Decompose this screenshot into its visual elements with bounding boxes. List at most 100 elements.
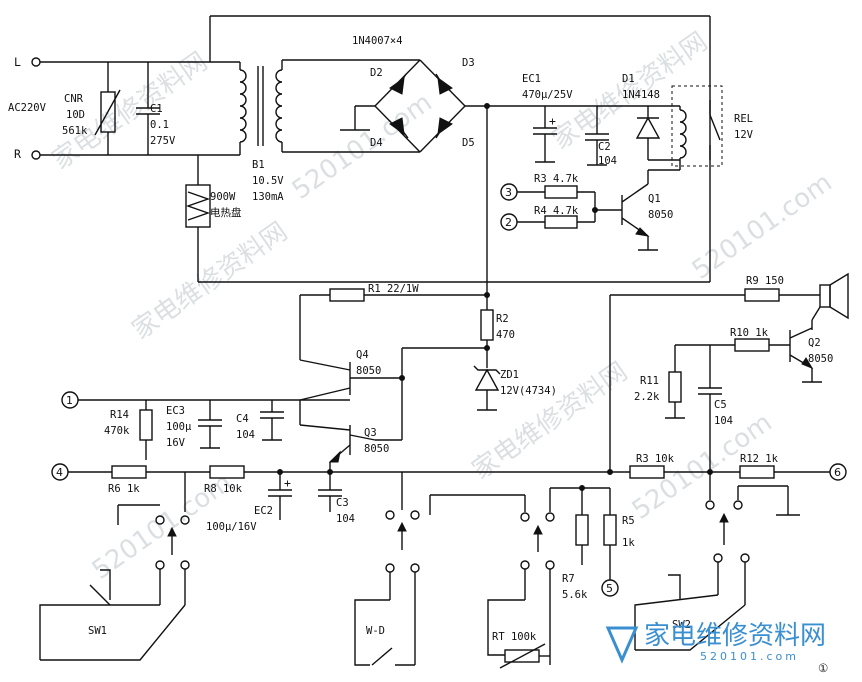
label-r3-top: R3 4.7k (534, 173, 579, 185)
label-ec1-value: 470μ/25V (522, 89, 573, 101)
label-q1-type: 8050 (648, 209, 673, 221)
brand-site: 520101.com (700, 650, 799, 663)
label-l: L (14, 55, 21, 69)
input-filter (139, 400, 284, 460)
label-ec1: EC1 (522, 73, 541, 85)
svg-text:+: + (284, 476, 291, 490)
label-r11: R11 (640, 375, 659, 387)
brand-logo: 家电维修资料网 520101.com (605, 621, 826, 664)
labels-layer: L R AC220V CNR 10D 561k C1 0.1 275V B1 1… (8, 35, 841, 675)
label-ec3-value: 100μ (166, 421, 192, 433)
label-c5-value: 104 (714, 415, 733, 427)
thermistor-section (487, 485, 619, 669)
label-r12: R12 1k (740, 453, 779, 465)
label-q2: Q2 (808, 337, 821, 349)
label-rt: RT 100k (492, 631, 537, 643)
mains-input (31, 57, 710, 283)
label-d3: D3 (462, 57, 475, 69)
label-r5: R5 (622, 515, 635, 527)
label-heater-power: 900W (210, 191, 236, 203)
label-r10: R10 1k (730, 327, 769, 339)
label-q4: Q4 (356, 349, 369, 361)
label-r7: R7 (562, 573, 575, 585)
terminal-4: 4 (56, 466, 63, 479)
label-r2-value: 470 (496, 329, 515, 341)
terminal-2: 2 (505, 216, 512, 229)
relay-section: + (533, 85, 723, 182)
label-c4-value: 104 (236, 429, 255, 441)
brand-name: 家电维修资料网 (644, 621, 826, 651)
label-rel: REL (734, 113, 753, 125)
label-d2: D2 (370, 67, 383, 79)
svg-text:家电维修资料网: 家电维修资料网 (467, 357, 633, 486)
buzzer-section (609, 272, 849, 472)
terminal-1: 1 (66, 394, 73, 407)
label-q4-type: 8050 (356, 365, 381, 377)
label-b1: B1 (252, 159, 265, 171)
label-cnr-10d: 10D (66, 109, 85, 121)
label-bridge: 1N4007×4 (352, 35, 403, 47)
label-q3-type: 8050 (364, 443, 389, 455)
label-zd1-value: 12V(4734) (500, 385, 557, 397)
figure-number: ① (818, 661, 828, 675)
wd-switch (354, 472, 525, 666)
label-d1-value: 1N4148 (622, 89, 660, 101)
label-ec2-value: 100μ/16V (206, 521, 257, 533)
label-q1: Q1 (648, 193, 661, 205)
terminal-5: 5 (606, 582, 613, 595)
label-c4: C4 (236, 413, 249, 425)
label-c3-value: 104 (336, 513, 355, 525)
label-r11-value: 2.2k (634, 391, 660, 403)
label-heater-name: 电热盘 (210, 206, 242, 219)
watermark-layer: 家电维修资料网 520101.com 家电维修资料网 520101.com 家电… (47, 27, 838, 586)
label-sw2: SW2 (672, 619, 691, 631)
label-ec2: EC2 (254, 505, 273, 517)
label-d5: D5 (462, 137, 475, 149)
label-ac220v: AC220V (8, 102, 47, 114)
label-d1: D1 (622, 73, 635, 85)
label-cnr: CNR (64, 93, 84, 105)
terminal-3: 3 (505, 186, 512, 199)
sw1-switch (39, 472, 190, 661)
label-r5-value: 1k (622, 537, 635, 549)
label-r14-value: 470k (104, 425, 130, 437)
label-r2: R2 (496, 313, 509, 325)
label-c2-value: 104 (598, 155, 617, 167)
label-b1-voltage: 10.5V (252, 175, 284, 187)
label-r9: R9 150 (746, 275, 784, 287)
label-c1-value: 0.1 (150, 119, 169, 131)
label-r3-bottom: R3 10k (636, 453, 675, 465)
terminal-6: 6 (834, 466, 841, 479)
svg-text:家电维修资料网: 家电维修资料网 (127, 217, 293, 346)
label-r8: R8 10k (204, 483, 243, 495)
q1-driver (500, 182, 658, 251)
label-cnr-561k: 561k (62, 125, 88, 137)
label-d4: D4 (370, 137, 383, 149)
label-r: R (14, 147, 21, 161)
label-rel-voltage: 12V (734, 129, 754, 141)
label-c5: C5 (714, 399, 727, 411)
label-c3: C3 (336, 497, 349, 509)
label-c2: C2 (598, 141, 611, 153)
label-q3: Q3 (364, 427, 377, 439)
label-ec3-voltage: 16V (166, 437, 186, 449)
label-c1: C1 (150, 103, 163, 115)
main-bus: + (51, 463, 847, 520)
label-sw1: SW1 (88, 625, 107, 637)
label-r14: R14 (110, 409, 129, 421)
label-r6: R6 1k (108, 483, 140, 495)
sw2-switch (634, 472, 800, 651)
label-r1: R1 22/1W (368, 283, 419, 295)
label-c1-voltage: 275V (150, 135, 176, 147)
label-zd1: ZD1 (500, 369, 519, 381)
label-b1-current: 130mA (252, 191, 284, 203)
svg-text:+: + (549, 114, 556, 128)
label-r7-value: 5.6k (562, 589, 588, 601)
label-r4: R4 4.7k (534, 205, 579, 217)
label-wd: W-D (366, 625, 385, 637)
label-q2-type: 8050 (808, 353, 833, 365)
regulator-section (61, 288, 501, 472)
label-ec3: EC3 (166, 405, 185, 417)
